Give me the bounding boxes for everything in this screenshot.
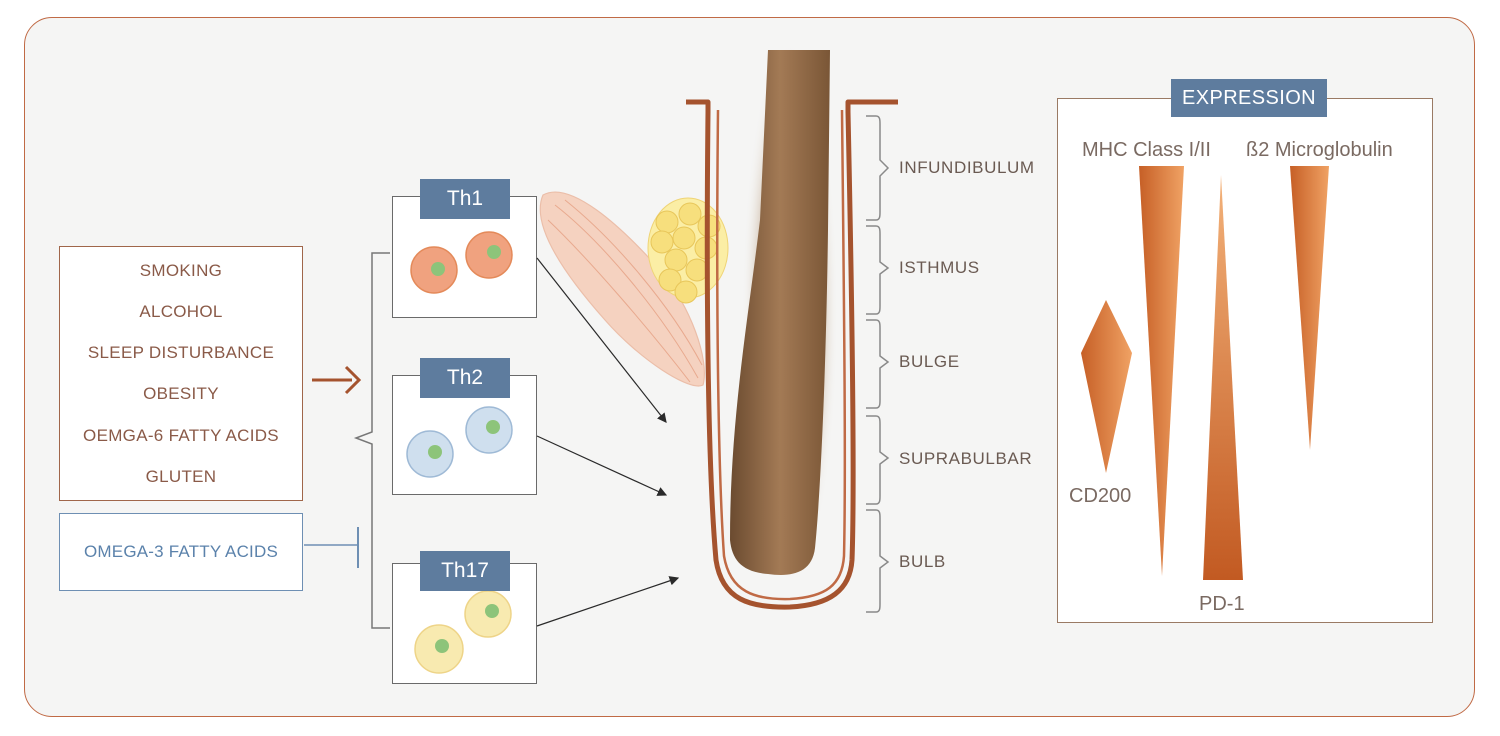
b2-microglobulin-wedge: [1290, 166, 1329, 450]
th2-nucleus-2: [486, 420, 500, 434]
mhc-wedge: [1139, 166, 1184, 576]
tcell-bracket: [353, 252, 390, 629]
pd1-wedge: [1203, 175, 1243, 580]
region-isthmus: ISTHMUS: [899, 258, 980, 277]
risk-factor-alcohol: ALCOHOL: [139, 302, 223, 321]
omega3-box: OMEGA-3 FATTY ACIDS: [59, 513, 303, 591]
th1-arrow: [536, 257, 667, 423]
label-mhc: MHC Class I/II: [1082, 139, 1211, 161]
arrector-pili-muscle: [539, 191, 705, 387]
region-bulge: BULGE: [899, 352, 960, 371]
th17-arrow: [536, 576, 680, 627]
risk-factor-obesity: OBESITY: [143, 384, 219, 403]
th17-nucleus-2: [485, 604, 499, 618]
risk-factors-box: SMOKING ALCOHOL SLEEP DISTURBANCE OBESIT…: [59, 246, 303, 501]
th17-tag: Th17: [420, 551, 510, 591]
th1-tag: Th1: [420, 179, 510, 219]
th17-nucleus-1: [435, 639, 449, 653]
th1-nucleus-2: [487, 245, 501, 259]
label-pd1: PD-1: [1199, 593, 1245, 615]
th2-nucleus-1: [428, 445, 442, 459]
region-bulb: BULB: [899, 552, 946, 571]
label-b2-microglobulin: ß2 Microglobulin: [1246, 139, 1393, 161]
risk-factor-sleep: SLEEP DISTURBANCE: [87, 343, 275, 362]
th1-nucleus-1: [431, 262, 445, 276]
region-braces: [866, 115, 890, 613]
hair-shaft: [730, 50, 830, 575]
cd200-diamond: [1081, 300, 1132, 473]
region-suprabulbar: SUPRABULBAR: [899, 449, 1033, 468]
factor-arrow-head: [344, 365, 362, 395]
th2-tag: Th2: [420, 358, 510, 398]
region-infundibulum: INFUNDIBULUM: [899, 158, 1035, 177]
expression-title: EXPRESSION: [1171, 79, 1327, 117]
risk-factor-omega6: OEMGA-6 FATTY ACIDS: [83, 426, 279, 445]
label-cd200: CD200: [1069, 485, 1132, 507]
th2-arrow: [536, 435, 668, 496]
hair-follicle: [686, 40, 898, 610]
risk-factor-gluten: GLUTEN: [145, 467, 217, 486]
risk-factor-smoking: SMOKING: [139, 261, 223, 280]
